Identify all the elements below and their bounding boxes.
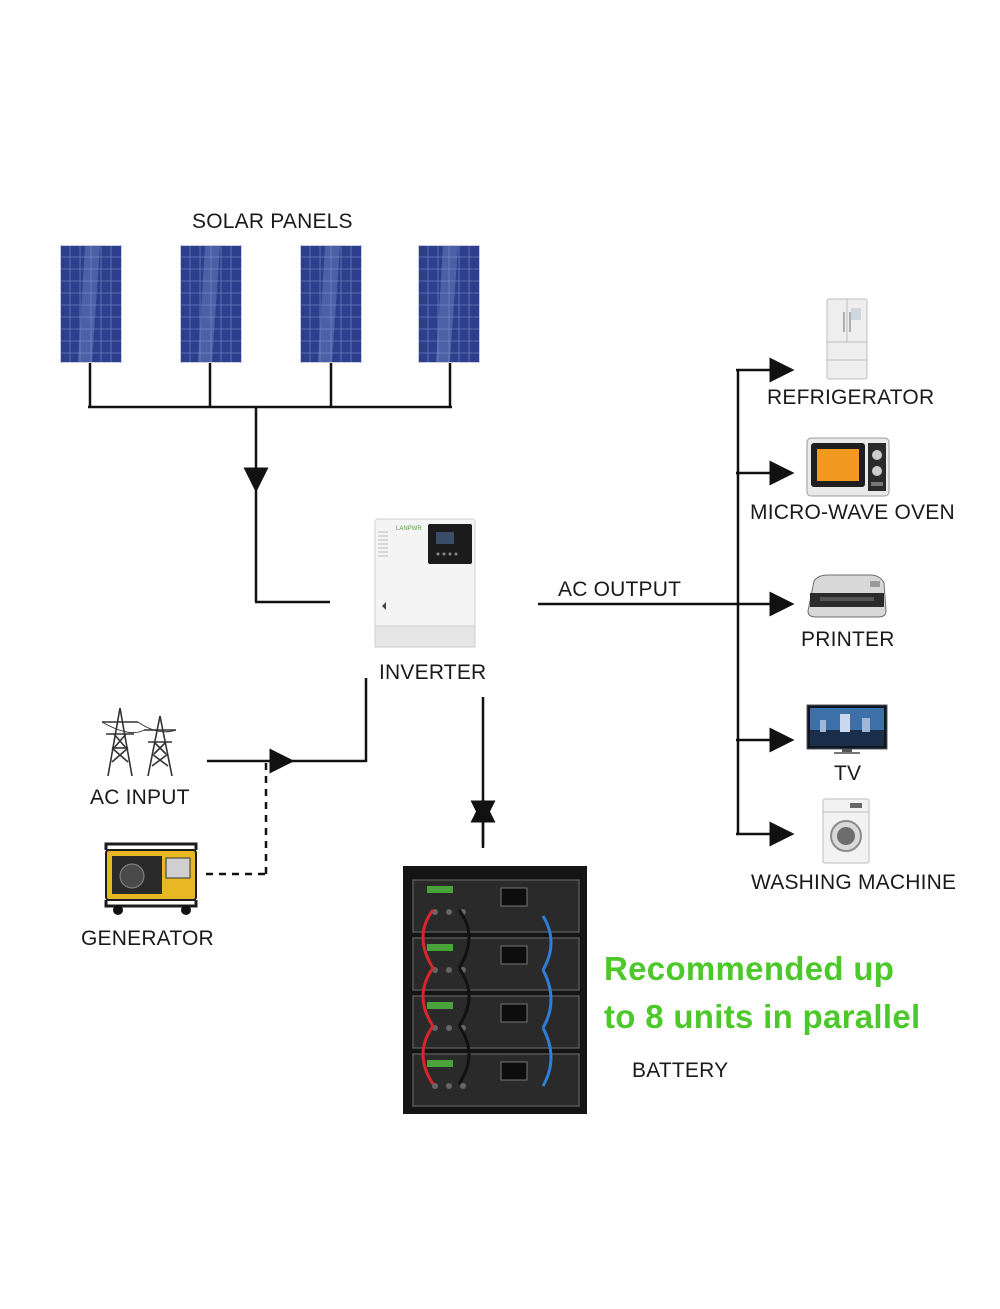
- callout-line-1: Recommended up: [604, 950, 895, 987]
- microwave-label: MICRO-WAVE OVEN: [750, 501, 955, 524]
- generator-icon: [104, 842, 198, 915]
- solar-panel-icon: [418, 245, 480, 363]
- solar-panels-label: SOLAR PANELS: [192, 210, 353, 233]
- inverter-label: INVERTER: [379, 661, 487, 684]
- printer-label: PRINTER: [801, 628, 895, 651]
- generator-label: GENERATOR: [81, 927, 214, 950]
- ac-input-label: AC INPUT: [90, 786, 190, 809]
- battery-label: BATTERY: [632, 1059, 729, 1082]
- solar-panel-icon: [180, 245, 242, 363]
- washing-machine-label: WASHING MACHINE: [751, 871, 957, 894]
- svg-text:LANPWR: LANPWR: [396, 526, 422, 532]
- callout-line-2: to 8 units in parallel: [604, 998, 921, 1035]
- refrigerator-icon: [826, 298, 868, 380]
- solar-panel-icon: [300, 245, 362, 363]
- inverter-icon: LANPWR: [374, 518, 476, 648]
- solar-panel-icon: [60, 245, 122, 363]
- ac-output-label: AC OUTPUT: [558, 578, 682, 601]
- microwave-icon: [806, 437, 890, 497]
- tv-icon: [806, 704, 888, 754]
- printer-icon: [807, 574, 887, 618]
- washing-machine-icon: [822, 798, 870, 864]
- battery-stack-icon: [403, 866, 587, 1114]
- tv-label: TV: [834, 762, 862, 785]
- refrigerator-label: REFRIGERATOR: [767, 386, 935, 409]
- power-pylon-icon: [101, 707, 177, 777]
